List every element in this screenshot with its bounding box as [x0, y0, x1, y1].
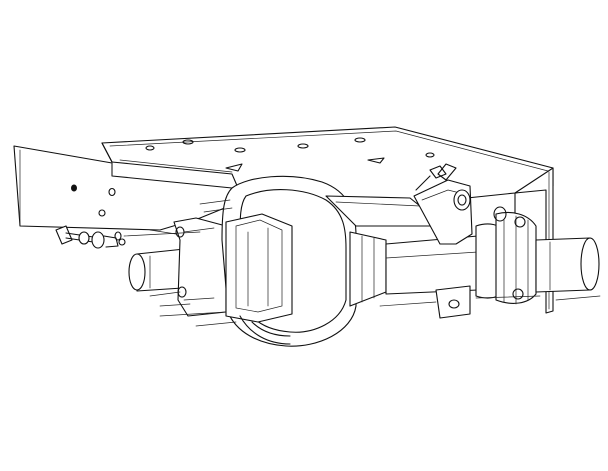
axle-right [385, 163, 600, 319]
construction-lines [123, 199, 601, 327]
differential-housing [221, 175, 431, 347]
axle-left [128, 217, 227, 317]
fasteners [55, 225, 126, 249]
